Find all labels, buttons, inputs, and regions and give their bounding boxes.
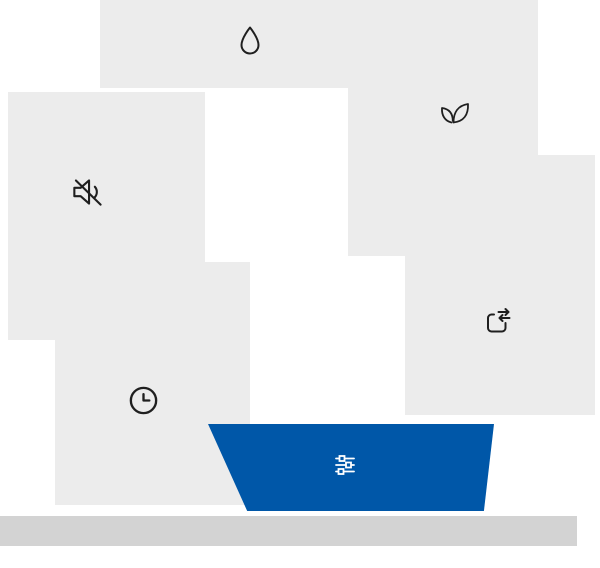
share-sync-icon: [487, 308, 511, 333]
card-mid-left: [55, 262, 250, 505]
leaf-icon: [441, 103, 469, 124]
speaker-muted-icon: [73, 179, 102, 206]
card-right-lower: [405, 155, 595, 415]
card-top: [100, 0, 538, 88]
clock-icon: [129, 386, 158, 415]
water-drop-icon: [240, 26, 260, 55]
bottom-bar: [0, 516, 577, 546]
sliders-icon: [335, 455, 355, 475]
